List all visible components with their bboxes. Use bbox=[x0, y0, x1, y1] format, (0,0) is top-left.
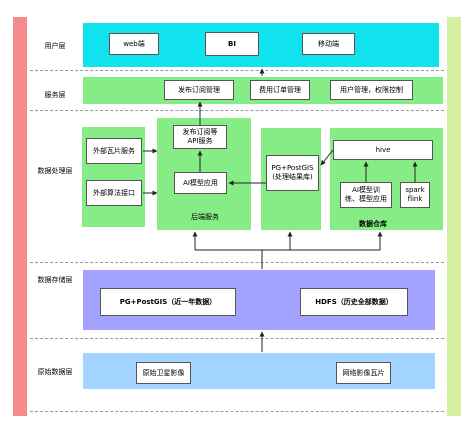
layer-label-storage: 数据存储层 bbox=[37, 275, 73, 284]
ai-model-app-box: AI模型应用 bbox=[174, 172, 227, 194]
pg-result-db-box: PG+PostGIS (处理结果库) bbox=[266, 155, 319, 191]
billing-mgmt-box: 费用订单管理 bbox=[250, 80, 310, 100]
ai-training-box: AI模型训 练、模型应用 bbox=[340, 182, 392, 208]
publish-subscribe-mgmt-box: 发布订阅管理 bbox=[164, 80, 234, 100]
bi-box: BI bbox=[205, 32, 259, 56]
data-warehouse-label: 数据仓库 bbox=[359, 219, 387, 228]
pg-recent-data-box: PG+PostGIS（近一年数据） bbox=[100, 288, 236, 316]
separator-line bbox=[30, 110, 444, 111]
layer-label-processing: 数据处理层 bbox=[37, 166, 73, 175]
publish-api-service-box: 发布订阅等 API服务 bbox=[173, 125, 227, 149]
left-accent-bar bbox=[13, 17, 27, 416]
separator-line bbox=[30, 262, 444, 263]
spark-flink-box: spark flink bbox=[400, 182, 430, 208]
right-accent-bar bbox=[447, 17, 461, 416]
web-imagery-tiles-box: 网络影像瓦片 bbox=[336, 362, 391, 384]
layer-label-user: 用户层 bbox=[44, 41, 66, 50]
external-algorithm-api-box: 外部算法接口 bbox=[86, 180, 142, 206]
separator-line bbox=[30, 70, 444, 71]
satellite-imagery-box: 原始卫星影像 bbox=[136, 362, 191, 384]
backend-services-label: 后端服务 bbox=[191, 212, 219, 221]
external-tile-service-box: 外部瓦片服务 bbox=[86, 138, 142, 164]
layer-label-raw: 原始数据层 bbox=[37, 367, 73, 376]
hive-box: hive bbox=[333, 140, 433, 160]
separator-line bbox=[30, 411, 444, 412]
web-client-box: web端 bbox=[109, 33, 159, 55]
separator-line bbox=[30, 338, 444, 339]
user-permission-box: 用户管理，权限控制 bbox=[330, 80, 413, 100]
layer-label-service: 服务层 bbox=[44, 90, 66, 99]
mobile-client-box: 移动端 bbox=[302, 33, 355, 55]
hdfs-all-data-box: HDFS（历史全部数据） bbox=[300, 288, 408, 316]
